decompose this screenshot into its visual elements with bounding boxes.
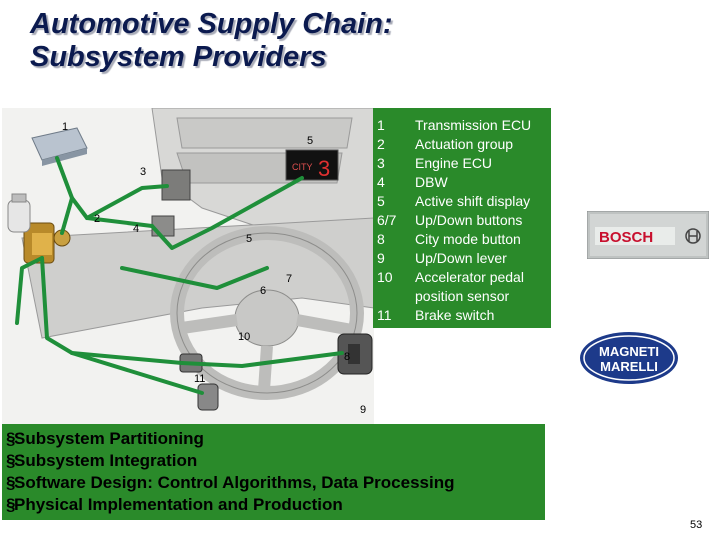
bullet-text: Subsystem Integration: [14, 451, 198, 470]
bullet-mark: §: [6, 451, 16, 470]
legend-label: Transmission ECU: [415, 117, 532, 133]
bosch-armature-icon: [685, 228, 701, 244]
slide-title: Automotive Supply Chain: Subsystem Provi…: [30, 8, 393, 74]
bullet-item: §Subsystem Partitioning: [6, 428, 204, 450]
legend-label: Engine ECU: [415, 155, 493, 171]
slide-title-line-2: Subsystem Providers: [30, 41, 327, 73]
active-shift-display: CITY 3: [285, 149, 339, 181]
legend-label: Actuation group: [415, 136, 514, 152]
bullet-item: §Subsystem Integration: [6, 450, 197, 472]
callout-10: 10: [238, 331, 250, 343]
page-number: 53: [690, 519, 703, 531]
bullet-mark: §: [6, 495, 16, 514]
legend-label: City mode button: [415, 231, 521, 247]
bosch-logo: BOSCH: [587, 211, 709, 259]
bosch-wordmark: BOSCH: [599, 229, 653, 246]
callout-5b: 5: [246, 233, 252, 245]
bullet-item: §Software Design: Control Algorithms, Da…: [6, 472, 455, 494]
actuation-group: [23, 222, 71, 264]
legend-number: 1: [377, 117, 385, 133]
bullet-text: Physical Implementation and Production: [14, 495, 343, 514]
bullet-text: Software Design: Control Algorithms, Dat…: [14, 473, 455, 492]
callout-11: 11: [194, 373, 205, 385]
wiring-harness: [15, 156, 344, 395]
marelli-wordmark-line-1: MAGNETI: [599, 344, 659, 359]
callout-5a: 5: [307, 135, 313, 147]
callout-4: 4: [133, 223, 139, 235]
legend-number: 6/7: [377, 212, 397, 228]
legend-label: position sensor: [415, 288, 510, 304]
callout-3: 3: [140, 166, 146, 178]
callout-1: 1: [62, 121, 68, 133]
component-legend: 1 Transmission ECU 2 Actuation group 3 E…: [373, 108, 551, 328]
legend-label: Brake switch: [415, 307, 495, 323]
legend-number: 3: [377, 155, 385, 171]
legend-label: Active shift display: [415, 193, 531, 209]
legend-number: 9: [377, 250, 385, 266]
legend-label: DBW: [415, 174, 448, 190]
legend-number: 5: [377, 193, 385, 209]
display-gear-text: 3: [318, 156, 330, 181]
legend-label: Up/Down lever: [415, 250, 507, 266]
slide-title-line-1: Automotive Supply Chain:: [30, 8, 393, 40]
callout-9: 9: [360, 404, 366, 416]
callout-2: 2: [94, 213, 100, 225]
bullet-mark: §: [6, 473, 16, 492]
legend-number: 8: [377, 231, 385, 247]
legend-number: 11: [377, 307, 392, 323]
marelli-wordmark-line-2: MARELLI: [600, 359, 658, 374]
legend-label: Accelerator pedal: [415, 269, 524, 285]
callout-7: 7: [286, 273, 292, 285]
callout-6: 6: [260, 285, 266, 297]
bullet-list: §Subsystem Partitioning §Subsystem Integ…: [2, 424, 545, 520]
dbw-unit: [151, 215, 175, 237]
display-mode-text: CITY: [292, 162, 313, 172]
bullet-text: Subsystem Partitioning: [14, 429, 204, 448]
bullet-mark: §: [6, 429, 16, 448]
legend-number: 2: [377, 136, 385, 152]
steering-wheel: [170, 226, 364, 400]
callout-8: 8: [344, 351, 350, 363]
legend-label: Up/Down buttons: [415, 212, 523, 228]
bullet-item: §Physical Implementation and Production: [6, 494, 343, 516]
magneti-marelli-logo: MAGNETI MARELLI: [580, 332, 678, 384]
legend-number: 10: [377, 269, 393, 285]
legend-number: 4: [377, 174, 385, 190]
reservoir: [7, 193, 31, 233]
transmission-ecu: [31, 127, 88, 166]
car-cutaway-diagram: CITY 3 1 2 3 4 5 5 6 7 8 9 10 11: [2, 108, 374, 424]
